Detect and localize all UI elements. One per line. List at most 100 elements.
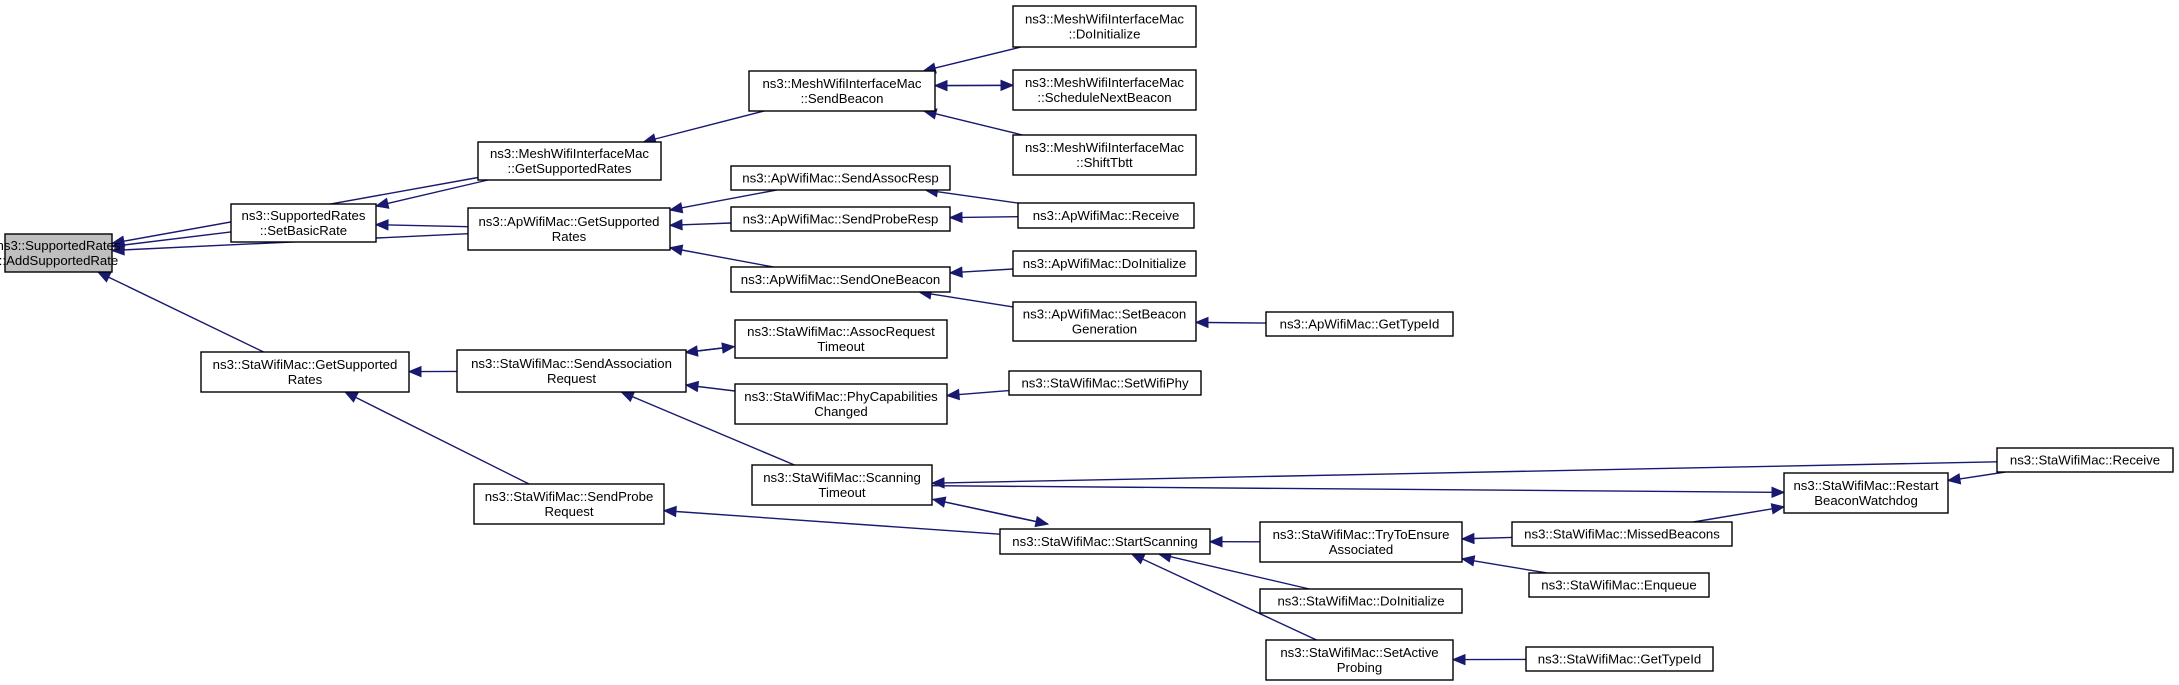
function-node-n10[interactable]: ns3::ApWifiMac::SendProbeResp	[730, 206, 951, 232]
node-box[interactable]	[230, 203, 377, 243]
node-label-line: Associated	[1329, 542, 1394, 557]
node-box[interactable]	[1012, 5, 1197, 48]
function-node-n26[interactable]: ns3::StaWifiMac::MissedBeacons	[1511, 521, 1733, 547]
node-box[interactable]	[751, 464, 933, 506]
function-node-n4[interactable]: ns3::StaWifiMac::GetSupportedRates	[200, 351, 410, 393]
edge-arrowhead	[668, 202, 684, 214]
node-box[interactable]	[1265, 311, 1454, 337]
edge-line	[961, 268, 1014, 273]
function-node-n2[interactable]: ns3::SupportedRates::SetBasicRate	[230, 203, 377, 243]
node-box[interactable]	[4, 233, 113, 273]
node-box[interactable]	[748, 70, 936, 112]
node-box[interactable]	[477, 141, 662, 181]
node-box[interactable]	[1996, 447, 2174, 473]
node-box[interactable]	[1783, 472, 1949, 514]
function-node-n19[interactable]: ns3::StaWifiMac::SetWifiPhy	[1008, 370, 1202, 396]
node-box[interactable]	[1511, 521, 1733, 547]
function-node-n28[interactable]: ns3::StaWifiMac::DoInitialize	[1259, 588, 1463, 614]
node-label-line: ns3::StaWifiMac::StartScanning	[1012, 534, 1197, 549]
function-node-n3[interactable]: ns3::ApWifiMac::GetSupportedRates	[467, 207, 671, 251]
call-edge-n20-to-n4	[343, 391, 530, 485]
edge-line	[681, 189, 777, 209]
node-label-line: ns3::ApWifiMac::SendProbeResp	[743, 212, 939, 227]
function-node-n13[interactable]: ns3::ApWifiMac::DoInitialize	[1012, 250, 1197, 277]
edge-arrowhead	[945, 388, 960, 401]
edge-arrowhead	[110, 244, 125, 256]
call-edge-n8-to-n5	[922, 108, 1023, 136]
edge-arrowhead	[662, 505, 677, 518]
node-box[interactable]	[1012, 301, 1197, 342]
node-label-line: ns3::StaWifiMac::SendAssociation	[471, 356, 672, 371]
edge-arrowhead	[948, 211, 963, 224]
edge-line	[943, 461, 1998, 484]
edge-line	[1693, 508, 1773, 523]
node-box[interactable]	[1259, 521, 1463, 563]
call-edge-n5-to-n7	[934, 79, 1015, 92]
node-box[interactable]	[1528, 572, 1710, 598]
node-box[interactable]	[467, 207, 671, 251]
call-edge-n22-to-n23	[1946, 471, 2006, 485]
function-node-n27[interactable]: ns3::StaWifiMac::Enqueue	[1528, 572, 1710, 598]
node-label-line: ::ScheduleNextBeacon	[1037, 90, 1171, 105]
node-box[interactable]	[734, 319, 948, 359]
call-edge-n5-to-n1	[642, 110, 765, 145]
edge-line	[1170, 556, 1310, 590]
node-box[interactable]	[1525, 646, 1714, 672]
function-node-n1[interactable]: ns3::MeshWifiInterfaceMac::GetSupportedR…	[477, 141, 662, 181]
function-node-n22[interactable]: ns3::StaWifiMac::Receive	[1996, 447, 2174, 473]
node-label-line: ns3::StaWifiMac::Scanning	[763, 470, 921, 485]
node-label-line: Rates	[288, 372, 323, 387]
edge-line	[681, 222, 732, 226]
node-box[interactable]	[1265, 639, 1454, 681]
function-node-n0[interactable]: ns3::SupportedRates::AddSupportedRate	[0, 233, 121, 273]
node-box[interactable]	[999, 528, 1211, 555]
node-box[interactable]	[1259, 588, 1463, 614]
node-label-line: ns3::ApWifiMac::SendOneBeacon	[741, 272, 940, 287]
node-box[interactable]	[473, 483, 665, 525]
node-box[interactable]	[456, 349, 687, 393]
edge-line	[108, 276, 264, 353]
function-node-n5[interactable]: ns3::MeshWifiInterfaceMac::SendBeacon	[748, 70, 936, 112]
function-node-n12[interactable]: ns3::ApWifiMac::SendOneBeacon	[730, 266, 951, 293]
function-node-n24[interactable]: ns3::StaWifiMac::StartScanning	[999, 528, 1211, 555]
function-node-n30[interactable]: ns3::StaWifiMac::GetTypeId	[1525, 646, 1714, 672]
function-node-n8[interactable]: ns3::MeshWifiInterfaceMac::ShiftTbtt	[1012, 134, 1197, 176]
node-box[interactable]	[730, 165, 951, 191]
edge-line	[675, 510, 1001, 535]
node-label-line: Generation	[1072, 322, 1137, 337]
function-node-n11[interactable]: ns3::ApWifiMac::Receive	[1017, 202, 1195, 229]
function-node-n7[interactable]: ns3::MeshWifiInterfaceMac::ScheduleNextB…	[1012, 69, 1197, 111]
node-box[interactable]	[1012, 250, 1197, 277]
node-label-line: ::SetBasicRate	[260, 223, 347, 238]
node-box[interactable]	[730, 206, 951, 232]
node-box[interactable]	[734, 383, 948, 425]
node-box[interactable]	[1017, 202, 1195, 229]
call-edge-n21-to-n24	[932, 498, 1050, 528]
edge-line	[681, 249, 774, 268]
node-label-line: ns3::StaWifiMac::SetWifiPhy	[1021, 376, 1188, 391]
node-label-line: Rates	[552, 229, 587, 244]
function-node-n9[interactable]: ns3::ApWifiMac::SendAssocResp	[730, 165, 951, 191]
node-box[interactable]	[1012, 69, 1197, 111]
call-edge-n21-to-n23	[931, 485, 1786, 499]
function-node-n15[interactable]: ns3::ApWifiMac::GetTypeId	[1265, 311, 1454, 337]
node-box[interactable]	[1008, 370, 1202, 396]
function-node-n6[interactable]: ns3::MeshWifiInterfaceMac::DoInitialize	[1012, 5, 1197, 48]
edge-line	[1207, 321, 1267, 324]
node-box[interactable]	[200, 351, 410, 393]
node-box[interactable]	[730, 266, 951, 293]
edge-arrowhead	[684, 380, 700, 393]
node-label-line: ::AddSupportedRate	[0, 253, 118, 268]
node-label-line: ns3::StaWifiMac::AssocRequest	[747, 324, 935, 339]
node-box[interactable]	[1012, 134, 1197, 176]
call-edge-n11-to-n10	[948, 211, 1019, 224]
